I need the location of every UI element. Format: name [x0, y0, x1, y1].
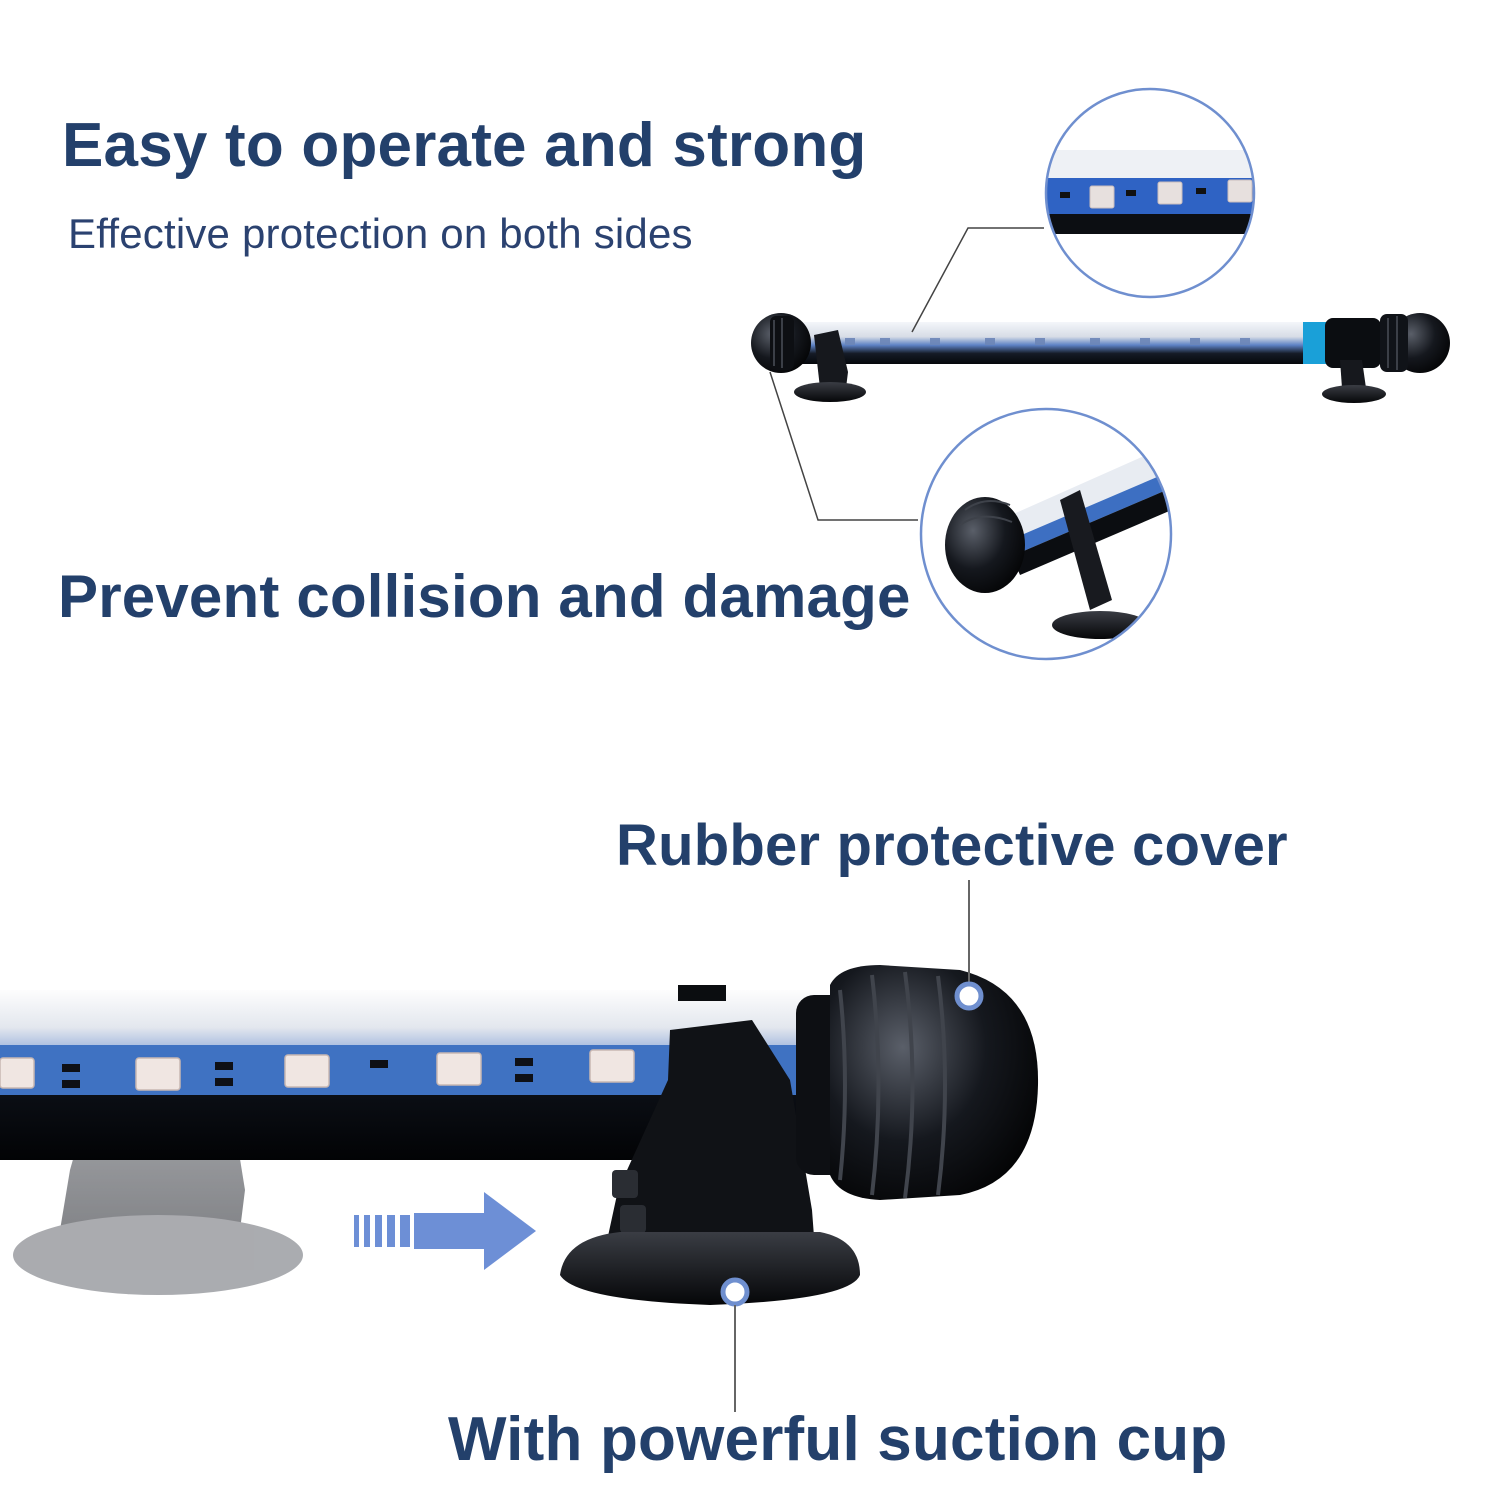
headline-prevent-collision: Prevent collision and damage: [58, 563, 911, 630]
suction-cup-right-small: [1322, 360, 1386, 403]
label-rubber-protective-cover: Rubber protective cover: [616, 813, 1288, 878]
right-arrow-icon: [354, 1192, 536, 1270]
headline-easy-to-operate: Easy to operate and strong: [62, 111, 867, 180]
label-powerful-suction-cup: With powerful suction cup: [448, 1405, 1228, 1474]
callout-rubber-cover: [954, 880, 984, 1011]
zoom-callout-end-cap: [919, 407, 1173, 661]
end-cap-left-small: [751, 313, 811, 373]
callout-leader-lines: [769, 227, 1044, 521]
zoom-callout-led-strip: [1044, 87, 1256, 299]
subheadline-effective-protection: Effective protection on both sides: [68, 210, 693, 257]
rubber-protective-cap: [796, 965, 1039, 1200]
led-tube-light-small: [751, 313, 1450, 403]
callout-dot-icon: [720, 1277, 750, 1307]
suction-cup-close-up: [560, 1232, 860, 1305]
callout-dot-icon: [954, 981, 984, 1011]
mounting-clip: [605, 985, 815, 1250]
end-cap-right-small: [1325, 313, 1450, 373]
suction-cup-left-small: [794, 330, 866, 402]
callout-suction-cup: [720, 1277, 750, 1412]
